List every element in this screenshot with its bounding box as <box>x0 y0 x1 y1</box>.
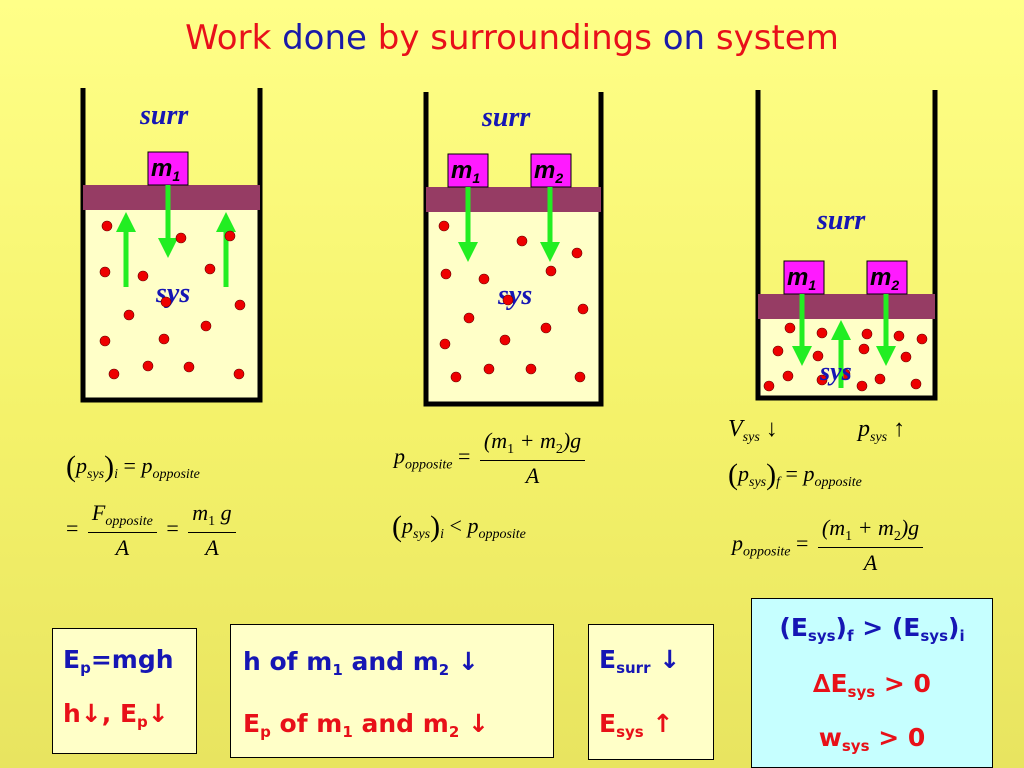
slide-title: Work done by surroundings on system <box>0 18 1024 58</box>
title-word: system <box>715 18 839 58</box>
box1-line1: Ep=mgh <box>63 645 174 677</box>
title-word: on <box>662 18 706 58</box>
box2-line2: Ep of m1 and m2 ↓ <box>243 709 489 741</box>
container-walls <box>80 88 263 403</box>
molecules <box>99 220 246 380</box>
title-word: done <box>282 18 367 58</box>
mass-block-2 <box>866 260 908 295</box>
title-word: by <box>377 18 420 58</box>
surr-label: surr <box>139 100 189 131</box>
mass-block-1 <box>147 151 189 186</box>
mass-label: m1 <box>451 157 480 186</box>
panel3-eq2: (psys)f = popposite <box>728 458 862 491</box>
mass-block-2 <box>530 153 572 188</box>
energy-box-3: Esurr ↓ Esys ↑ <box>588 624 714 760</box>
mass-label: m1 <box>787 264 816 293</box>
box4-line2: ∆Esys > 0 <box>813 669 931 701</box>
container-walls <box>755 90 938 401</box>
energy-summary-box: (Esys)f > (Esys)i ∆Esys > 0 wsys > 0 <box>751 598 993 768</box>
molecules <box>438 220 589 383</box>
panel3-psys: psys ↑ <box>858 416 906 445</box>
box3-line1: Esurr ↓ <box>599 645 681 677</box>
box3-line2: Esys ↑ <box>599 709 674 741</box>
box1-line2: h↓, Ep↓ <box>63 699 169 731</box>
panel3-vsys: Vsys ↓ <box>728 416 778 445</box>
piston <box>83 185 260 210</box>
sys-label: sys <box>819 357 852 386</box>
container-3: m1 m2 surr sys <box>755 90 938 401</box>
container-2: m1 m2 surr sys <box>423 92 604 407</box>
panel1-eq1: (psys)i = popposite <box>66 450 200 483</box>
title-word: surroundings <box>430 18 652 58</box>
piston <box>758 294 935 319</box>
title-word: Work <box>185 18 272 58</box>
container-walls <box>423 92 604 407</box>
mass-label: m2 <box>870 264 899 293</box>
sys-label: sys <box>155 278 190 309</box>
mass-label: m1 <box>151 155 180 184</box>
molecules <box>763 322 928 392</box>
mass-label: m2 <box>534 157 563 186</box>
box2-line1: h of m1 and m2 ↓ <box>243 647 479 679</box>
energy-box-1: Ep=mgh h↓, Ep↓ <box>52 628 197 754</box>
surr-label: surr <box>816 205 866 236</box>
box4-line1: (Esys)f > (Esys)i <box>779 613 965 645</box>
panel2-eq2: (psys)i < popposite <box>392 510 526 543</box>
surr-label: surr <box>481 102 531 133</box>
energy-box-2: h of m1 and m2 ↓ Ep of m1 and m2 ↓ <box>230 624 554 758</box>
mass-block-1 <box>783 260 825 295</box>
piston <box>426 187 601 212</box>
box4-line3: wsys > 0 <box>818 723 926 755</box>
mass-block-1 <box>447 153 489 188</box>
sys-label: sys <box>497 280 532 311</box>
container-1: m1 surr sys <box>80 88 263 403</box>
